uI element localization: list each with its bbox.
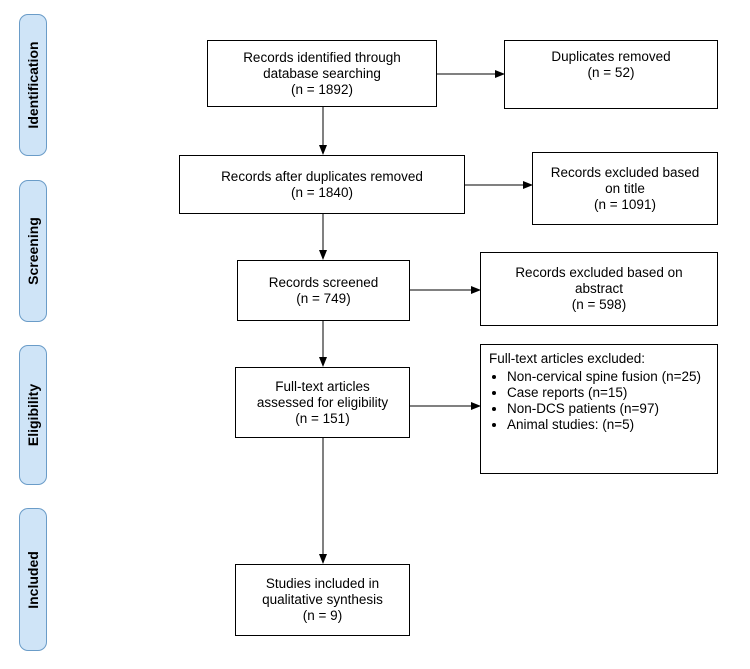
box-excluded-title: Records excluded based on title (n = 109… <box>532 152 718 225</box>
fulltext-excluded-list: Non-cervical spine fusion (n=25) Case re… <box>489 369 701 433</box>
box-fulltext-assessed-line-2: assessed for eligibility <box>256 394 389 410</box>
box-records-after-duplicates-line-1: Records after duplicates removed <box>221 168 423 184</box>
list-item: Non-cervical spine fusion (n=25) <box>507 369 701 385</box>
list-item: Non-DCS patients (n=97) <box>507 401 701 417</box>
box-studies-included-line-2: qualitative synthesis <box>262 592 383 607</box>
box-duplicates-removed-line-2: (n = 52) <box>587 65 635 80</box>
phase-included: Included <box>19 508 47 651</box>
box-excluded-abstract: Records excluded based on abstract (n = … <box>480 252 718 326</box>
box-fulltext-assessed-line-3: (n = 151) <box>295 410 350 426</box>
phase-identification: Identification <box>19 14 47 156</box>
box-records-identified: Records identified through database sear… <box>207 40 437 107</box>
phase-eligibility: Eligibility <box>19 345 47 485</box>
box-excluded-title-line-3: (n = 1091) <box>594 196 656 212</box>
box-excluded-abstract-line-2: abstract <box>574 281 624 296</box>
box-records-screened-line-2: (n = 749) <box>296 290 351 306</box>
box-excluded-title-line-1: Records excluded based <box>550 164 700 180</box>
box-excluded-abstract-line-3: (n = 598) <box>571 297 627 312</box>
box-fulltext-assessed: Full-text articles assessed for eligibil… <box>235 367 410 438</box>
box-records-after-duplicates: Records after duplicates removed (n = 18… <box>179 155 465 214</box>
list-item: Case reports (n=15) <box>507 385 701 401</box>
box-records-identified-line-3: (n = 1892) <box>291 81 353 97</box>
box-excluded-title-line-2: on title <box>605 180 645 196</box>
box-studies-included: Studies included in qualitative synthesi… <box>235 564 410 636</box>
box-duplicates-removed: Duplicates removed (n = 52) <box>504 40 718 109</box>
box-fulltext-excluded-heading: Full-text articles excluded: <box>489 351 646 366</box>
box-records-screened-line-1: Records screened <box>268 274 379 290</box>
box-records-screened: Records screened (n = 749) <box>237 260 410 321</box>
box-records-identified-line-1: Records identified through <box>243 49 401 65</box>
box-studies-included-line-1: Studies included in <box>265 576 380 591</box>
box-fulltext-assessed-line-1: Full-text articles <box>275 378 370 394</box>
box-records-identified-line-2: database searching <box>263 65 381 81</box>
box-duplicates-removed-line-1: Duplicates removed <box>551 49 671 64</box>
box-fulltext-excluded: Full-text articles excluded: Non-cervica… <box>480 344 718 474</box>
box-studies-included-line-3: (n = 9) <box>302 608 343 623</box>
box-records-after-duplicates-line-2: (n = 1840) <box>291 184 353 200</box>
phase-screening: Screening <box>19 180 47 322</box>
list-item: Animal studies: (n=5) <box>507 417 701 433</box>
box-excluded-abstract-line-1: Records excluded based on <box>515 265 683 280</box>
